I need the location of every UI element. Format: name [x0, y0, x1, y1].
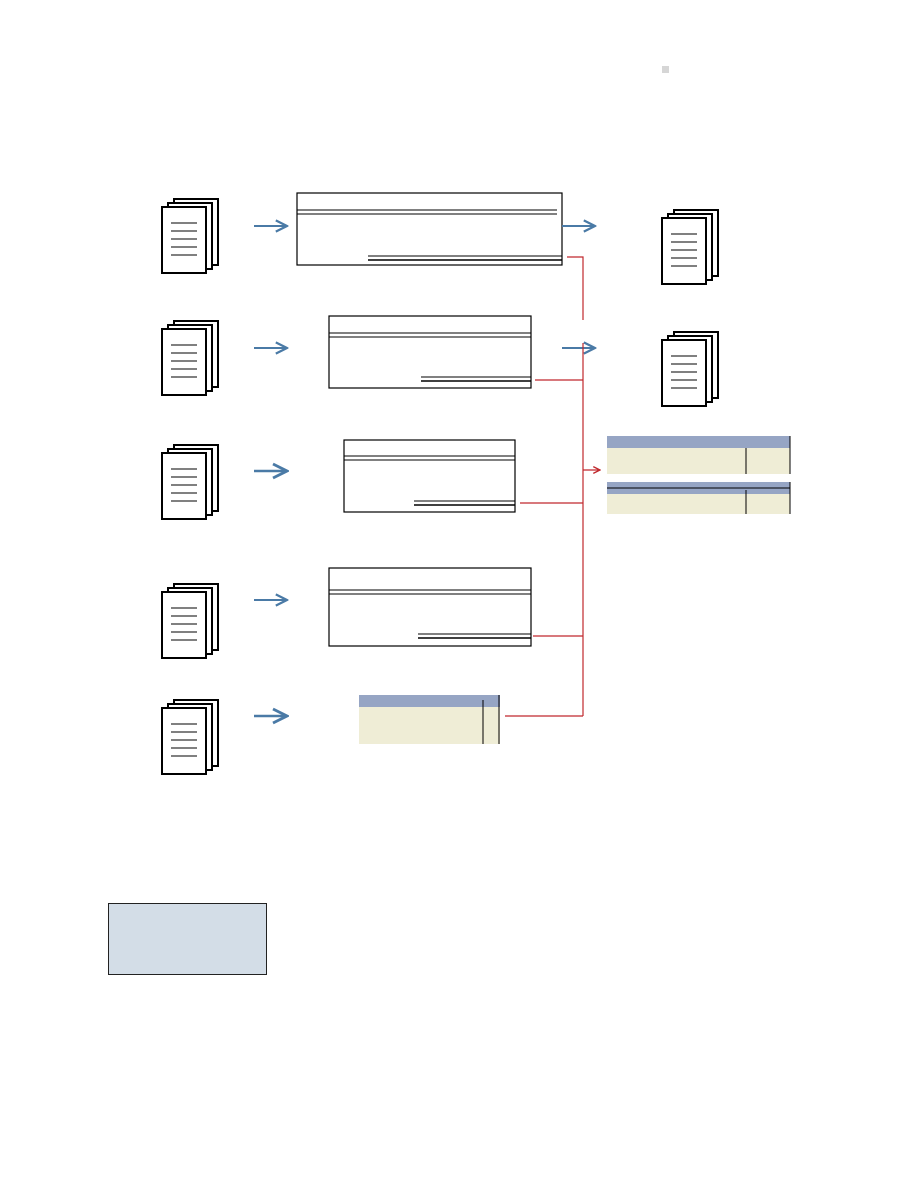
journal-form-4: [328, 567, 532, 647]
subsidiary-ledger-stack-1: [661, 209, 719, 285]
source-document-stack-4: [161, 583, 219, 659]
source-document-stack-5: [161, 699, 219, 775]
journal-form-2: [328, 315, 532, 389]
journal-form-1: [296, 192, 563, 266]
general-ledger-account-1: [607, 436, 791, 474]
corner-marker: [662, 66, 669, 73]
source-document-stack-1: [161, 198, 219, 274]
general-ledger-account-2: [607, 482, 791, 514]
posting-lines: [505, 256, 584, 717]
journal-form-3: [343, 439, 516, 513]
subsidiary-ledger-stack-2: [661, 331, 719, 407]
source-document-stack-3: [161, 444, 219, 520]
journal-table-5: [359, 695, 500, 744]
source-document-stack-2: [161, 320, 219, 396]
note-box: [108, 903, 267, 975]
